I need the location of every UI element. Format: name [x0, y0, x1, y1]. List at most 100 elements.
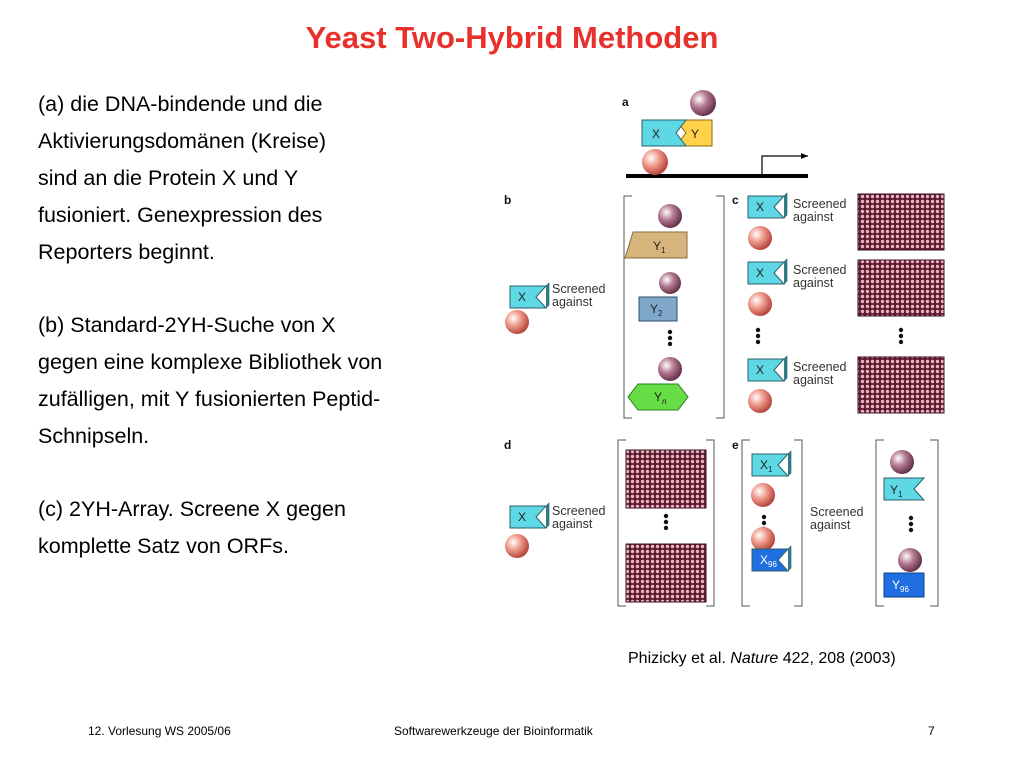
panel-e-x1-sphere	[751, 483, 775, 507]
panel-b-bait-x	[509, 285, 548, 309]
panel-d-plate-bracket-left	[617, 439, 626, 607]
panel-e-x96-label: X96	[760, 553, 777, 569]
panel-e-x96-sphere	[751, 527, 775, 551]
promoter-arrow-head	[801, 153, 808, 159]
panel-b-y1-sphere	[658, 204, 682, 228]
panel-e-x96	[751, 548, 790, 572]
panel-c-bait-x-0-label: X	[756, 200, 764, 214]
panel-e-x-bracket-right	[794, 439, 803, 607]
panel-e-y-bracket-left	[875, 439, 884, 607]
panel-c-dots-left-0	[755, 327, 761, 333]
panel-c-bait-x-1-depth	[783, 258, 788, 285]
paragraph-b: (b) Standard-2YH-Suche von X gegen eine …	[38, 313, 383, 448]
footer-subject: Softwarewerkzeuge der Bioinformatik	[394, 724, 593, 738]
panel-b-library-bracket-left	[623, 195, 632, 419]
panel-d-dots-1	[663, 519, 669, 525]
panel-b-screened-text-line1: Screened	[552, 282, 606, 296]
footer-page-number: 7	[928, 724, 935, 738]
panel-c-plate-2	[857, 356, 945, 414]
panel-b-library-bracket-right	[716, 195, 725, 419]
panel-c-dots-right-2	[898, 339, 904, 345]
citation: Phizicky et al. Nature 422, 208 (2003)	[628, 650, 896, 668]
protein-x-box	[641, 119, 688, 147]
panel-b-y2-label: Y2	[650, 302, 663, 318]
citation-details: 422, 208 (2003)	[778, 650, 896, 667]
panel-b-y2-sphere	[659, 272, 681, 294]
panel-b-y1-label: Y1	[653, 239, 666, 255]
panel-b-bait-x-depth	[545, 282, 550, 309]
panel-b-bait-sphere	[505, 310, 529, 334]
panel-e-y-bracket-right	[930, 439, 939, 607]
panel-c-screened-text-2-line2: against	[793, 373, 834, 387]
slide-body-text: (a) die DNA-bindende und die Aktivierung…	[38, 86, 468, 601]
panel-c-screened-text-1-line1: Screened	[793, 263, 847, 277]
slide-title: Yeast Two-Hybrid Methoden	[305, 20, 719, 55]
panel-b-dots-2	[667, 341, 673, 347]
panel-d-dots-2	[663, 525, 669, 531]
panel-label-b: b	[504, 193, 511, 207]
panel-d-screened-text-line2: against	[552, 517, 593, 531]
panel-e-x-dots-1	[761, 520, 767, 526]
panel-b-y2-box	[638, 296, 678, 322]
citation-authors: Phizicky et al.	[628, 650, 731, 667]
panel-c-dots-left-1	[755, 333, 761, 339]
panel-d-bait-x	[509, 505, 548, 529]
panel-b-screened-text-line2: against	[552, 295, 593, 309]
panel-e-x96-depth	[787, 545, 792, 572]
panel-e-x1	[751, 453, 790, 477]
panel-b-yn-label: Yn	[654, 390, 667, 406]
panel-c-dots-right-1	[898, 333, 904, 339]
protein-x-label: X	[652, 127, 660, 141]
paragraph-a: (a) die DNA-bindende und die Aktivierung…	[38, 92, 326, 264]
panel-d-screened-text-line1: Screened	[552, 504, 606, 518]
panel-label-e: e	[732, 438, 739, 452]
panel-e-x1-depth	[787, 450, 792, 477]
panel-d-plate-top	[625, 449, 707, 509]
protein-y-box	[674, 119, 713, 147]
panel-e-y-dots-1	[908, 521, 914, 527]
panel-c-screened-text-1-line2: against	[793, 276, 834, 290]
dna-binding-domain-sphere	[642, 149, 668, 175]
panel-e-y96-box	[883, 572, 925, 598]
panel-e-x1-label: X1	[760, 458, 773, 474]
panel-c-bait-sphere-0	[748, 226, 772, 250]
panel-c-bait-x-1-label: X	[756, 266, 764, 280]
panel-d-dots-0	[663, 513, 669, 519]
panel-d-bait-sphere	[505, 534, 529, 558]
panel-e-y1-label: Y1	[890, 483, 903, 499]
panel-c-screened-text-0-line1: Screened	[793, 197, 847, 211]
citation-journal: Nature	[730, 650, 779, 667]
panel-e-x-dots-0	[761, 514, 767, 520]
panel-d-plate-bracket-right	[706, 439, 715, 607]
panel-e-y1-sphere	[890, 450, 914, 474]
panel-e-y-dots-2	[908, 527, 914, 533]
panel-label-a: a	[622, 95, 629, 109]
paragraph-c: (c) 2YH-Array. Screene X gegen komplette…	[38, 497, 346, 558]
panel-c-screened-text-0-line2: against	[793, 210, 834, 224]
panel-e-y1-box	[883, 477, 926, 501]
panel-b-bait-x-label: X	[518, 290, 526, 304]
promoter-arrow	[761, 155, 808, 176]
panel-c-bait-x-2-label: X	[756, 363, 764, 377]
panel-c-bait-x-2	[747, 358, 786, 382]
panel-c-dots-right-0	[898, 327, 904, 333]
panel-c-bait-x-0	[747, 195, 786, 219]
panel-label-c: c	[732, 193, 739, 207]
panel-e-x-bracket-left	[741, 439, 750, 607]
activation-domain-sphere	[690, 90, 716, 116]
panel-e-screened-text-line2: against	[810, 518, 851, 532]
panel-e-y96-sphere	[898, 548, 922, 572]
panel-e-y-dots-0	[908, 515, 914, 521]
panel-b-y1-box	[624, 231, 688, 259]
panel-c-bait-x-0-depth	[783, 192, 788, 219]
panel-b-dots-0	[667, 329, 673, 335]
protein-y-label: Y	[691, 127, 699, 141]
panel-e-screened-text-line1: Screened	[810, 505, 864, 519]
panel-b-dots-1	[667, 335, 673, 341]
panel-c-bait-sphere-2	[748, 389, 772, 413]
panel-d-plate-bottom	[625, 543, 707, 603]
panel-c-bait-x-1	[747, 261, 786, 285]
panel-c-plate-0	[857, 193, 945, 251]
panel-b-yn-box	[627, 383, 689, 411]
